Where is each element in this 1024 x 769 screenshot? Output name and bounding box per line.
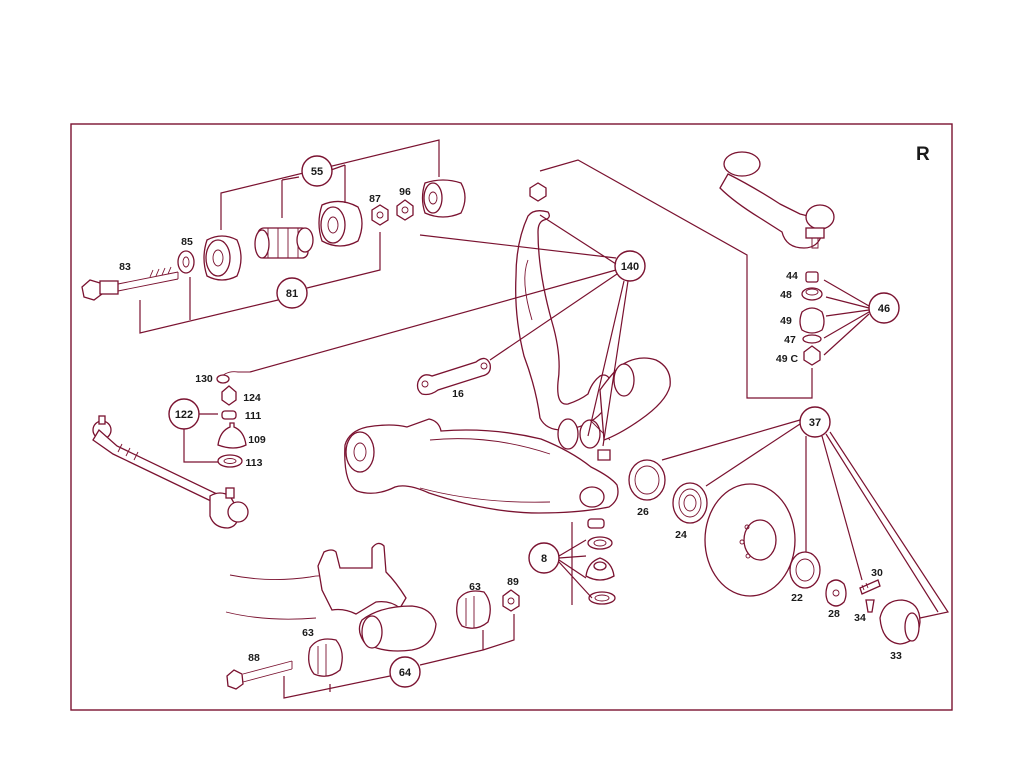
label-16: 16 (452, 388, 464, 400)
bushing-63b (308, 638, 343, 677)
seal-26 (628, 459, 666, 501)
label-63-bottom: 63 (302, 627, 314, 639)
label-88: 88 (248, 652, 260, 664)
hub-cap-33 (879, 599, 921, 645)
label-124: 124 (243, 392, 261, 404)
nut-89 (502, 589, 520, 612)
diagram-frame (70, 123, 953, 711)
bushing-55a (203, 235, 242, 281)
label-47: 47 (784, 334, 796, 346)
nut-87 (371, 204, 389, 226)
castle-nut-124 (221, 385, 237, 406)
screw-30 (859, 579, 881, 595)
washer-113 (217, 454, 243, 468)
label-49: 49 (780, 315, 792, 327)
callout-64-label: 64 (399, 667, 412, 679)
label-63-top: 63 (469, 581, 481, 593)
callout-55-label: 55 (311, 166, 323, 178)
label-87: 87 (369, 193, 381, 205)
callout-8 (528, 542, 560, 574)
callout-55 (301, 155, 333, 187)
link-16 (416, 357, 491, 396)
label-24: 24 (675, 529, 687, 541)
callout-37-label: 37 (809, 417, 821, 429)
label-30: 30 (871, 567, 883, 579)
label-28: 28 (828, 608, 840, 620)
label-22: 22 (791, 592, 803, 604)
bearing-22 (789, 551, 821, 589)
label-96: 96 (399, 186, 411, 198)
tie-rod-end-top (719, 151, 835, 249)
callout-122 (168, 398, 200, 430)
bolt-83 (81, 266, 179, 301)
callout-46-label: 46 (878, 303, 890, 315)
callout-140-label: 140 (621, 261, 639, 273)
callout-140 (614, 250, 646, 282)
callout-37 (799, 406, 831, 438)
label-44: 44 (786, 270, 798, 282)
label-26: 26 (637, 506, 649, 518)
label-48: 48 (780, 289, 792, 301)
corner-label: R (916, 144, 930, 165)
lower-control-arm (344, 418, 619, 514)
label-130: 130 (195, 373, 213, 385)
bushing-55c (318, 200, 363, 247)
callout-81 (276, 277, 308, 309)
tie-rod (92, 415, 249, 529)
boot-109 (217, 422, 247, 449)
washer-111 (221, 410, 237, 420)
brake-disc-hub (704, 483, 796, 597)
label-49c: 49 C (776, 353, 799, 365)
bolt-88 (226, 660, 293, 690)
label-83: 83 (119, 261, 131, 273)
label-89: 89 (507, 576, 519, 588)
label-109: 109 (248, 434, 266, 446)
callout-46 (868, 292, 900, 324)
upper-control-arm (599, 357, 671, 441)
washer-28 (825, 579, 847, 607)
steering-knuckle (515, 210, 613, 461)
ball-joint-parts-8 (585, 518, 616, 605)
label-34: 34 (854, 612, 866, 624)
bearing-24 (672, 482, 708, 524)
callout-8-label: 8 (541, 553, 547, 565)
label-33: 33 (890, 650, 902, 662)
label-113: 113 (246, 457, 263, 469)
washer-85 (177, 250, 195, 274)
label-111: 111 (245, 410, 262, 422)
callout-81-label: 81 (286, 288, 298, 300)
parts-44-49c (799, 271, 825, 366)
callout-64 (389, 656, 421, 688)
bushing-63a (456, 590, 491, 629)
callout-122-label: 122 (175, 409, 193, 421)
cotter-pin-130 (216, 371, 250, 384)
bushing-sleeve-55b (254, 227, 314, 259)
bushing-55d (421, 179, 466, 218)
nut-top-knuckle (529, 182, 547, 202)
nut-96 (396, 199, 414, 221)
clip-34 (865, 599, 875, 613)
label-85: 85 (181, 236, 193, 248)
subframe (225, 542, 437, 652)
